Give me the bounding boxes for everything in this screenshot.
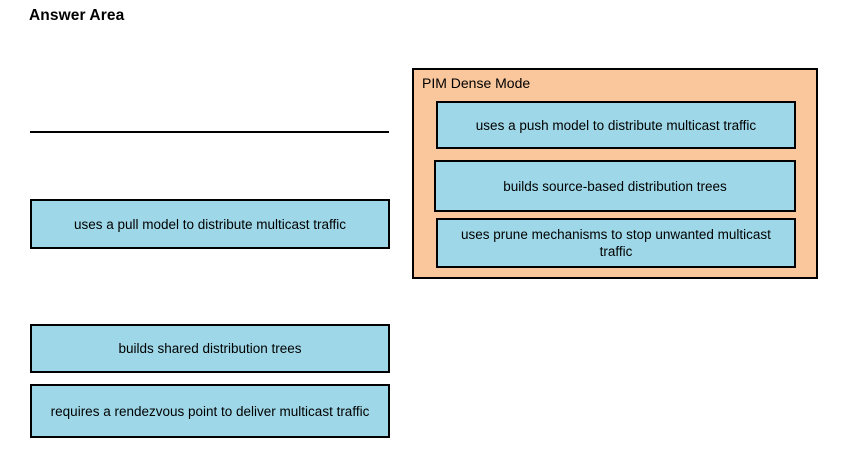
option-tile-source-based-distribution-trees[interactable]: builds source-based distribution trees bbox=[434, 160, 796, 212]
option-tile-shared-distribution-trees[interactable]: builds shared distribution trees bbox=[30, 324, 390, 373]
option-tile-label: uses a push model to distribute multicas… bbox=[475, 117, 757, 133]
option-tile-label: builds source-based distribution trees bbox=[503, 178, 727, 194]
option-tile-label: requires a rendezvous point to deliver m… bbox=[50, 403, 370, 419]
option-tile-label: builds shared distribution trees bbox=[118, 341, 302, 356]
answer-area-separator bbox=[30, 131, 389, 133]
drop-zone-title: PIM Dense Mode bbox=[422, 75, 531, 91]
option-tile-push-model[interactable]: uses a push model to distribute multicas… bbox=[436, 101, 796, 149]
option-tile-prune-mechanisms[interactable]: uses prune mechanisms to stop unwanted m… bbox=[436, 218, 796, 268]
option-tile-pull-model[interactable]: uses a pull model to distribute multicas… bbox=[30, 199, 390, 249]
drop-zone-pim-dense-mode[interactable]: PIM Dense Mode uses a push model to dist… bbox=[412, 68, 818, 279]
option-tile-label: uses prune mechanisms to stop unwanted m… bbox=[461, 227, 771, 259]
option-tile-label: uses a pull model to distribute multicas… bbox=[73, 216, 347, 232]
page-title: Answer Area bbox=[29, 7, 125, 24]
option-tile-rendezvous-point[interactable]: requires a rendezvous point to deliver m… bbox=[30, 384, 390, 438]
